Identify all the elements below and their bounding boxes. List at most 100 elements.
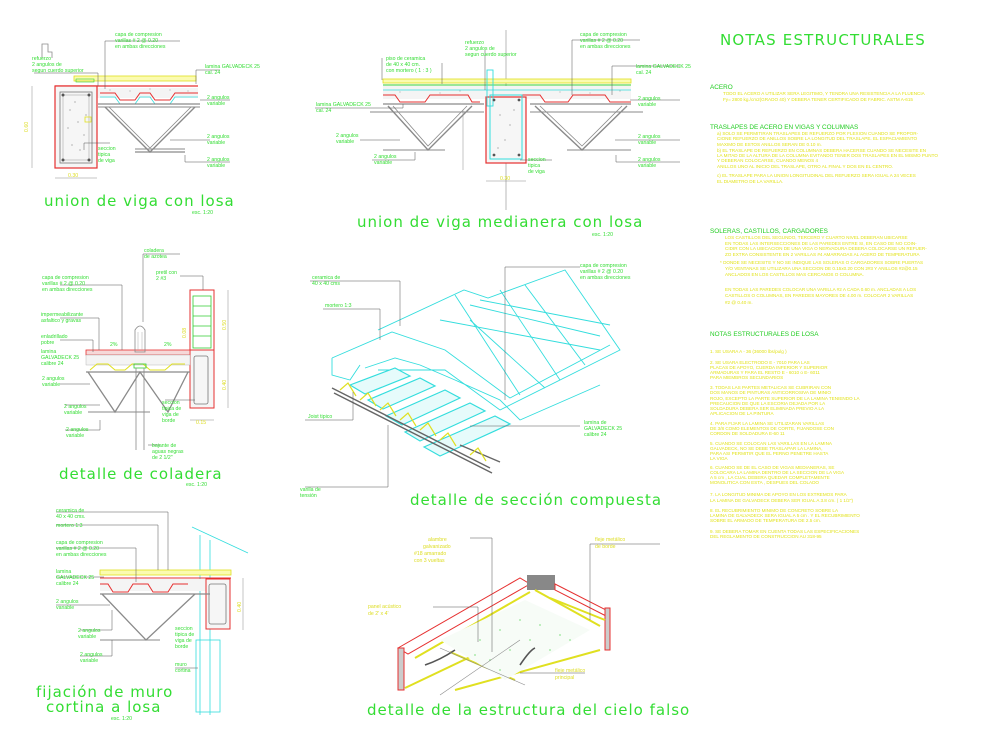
detail-union-viga-medianera: piso de ceramica de 40 x 40 cm. con mort… bbox=[315, 30, 691, 238]
notes-section-heading: SOLERAS, CASTILLOS, CARGADORES bbox=[710, 228, 828, 235]
label-ceramica: ceramica de bbox=[312, 275, 340, 281]
notes-line: GALVADECK, NO SE DEBE TRASLAPAR LA LAMIN… bbox=[710, 446, 823, 451]
notes-line: CIONE REFUERZO DE ANILLOS SOBRE LA LONGI… bbox=[717, 136, 917, 141]
label-angulos-3b: variable bbox=[207, 163, 225, 169]
dimension-height: 0.60 bbox=[24, 122, 30, 132]
label-seccion: seccion bbox=[162, 400, 180, 406]
label-capa-2: varillas # 2 @ 0.20 bbox=[580, 38, 623, 44]
label-angulos-3: 2 angulos bbox=[207, 157, 230, 163]
notes-line: LAMINA DE GALVADECK SERA IGUAL A 5 cm . … bbox=[710, 513, 860, 518]
label-angulos-right-3b: variable bbox=[638, 163, 656, 169]
label-muro-cortina-2: cortina bbox=[175, 668, 191, 674]
notes-line: A 5 cm , LA CUAL DEBERA QUEDAR COMPLETAM… bbox=[710, 475, 830, 480]
label-mortero: mortero 1:3 bbox=[56, 523, 83, 529]
notes-line: CIDIR CON LA UBICACION DE UNA VIGA O NER… bbox=[725, 246, 927, 251]
detail-title: union de viga medianera con losa bbox=[357, 213, 643, 231]
label-seccion-2: tipica bbox=[98, 152, 110, 158]
label-lamina: lamina bbox=[56, 569, 71, 575]
notes-line: ROJO, EXCEPTO LA PARTE SUPERIOR DE LA LA… bbox=[710, 396, 860, 401]
detail-union-viga-losa: refuerzo 2 angulos de segun cuerdo super… bbox=[24, 32, 260, 216]
notes-line: CASTILLOS O COLUMNAS, EN PAREDES MAYORES… bbox=[725, 293, 913, 298]
label-capa-3: en ambas direcciones bbox=[115, 44, 166, 50]
label-refuerzo-3: segun cuerdo superior bbox=[465, 52, 517, 58]
label-panel-acustico: panel acústico bbox=[368, 604, 401, 610]
label-angulos-right-3: 2 angulos bbox=[638, 157, 661, 163]
label-capa-3: en ambas direcciones bbox=[42, 287, 93, 293]
label-refuerzo-2: 2 angulos de bbox=[465, 46, 495, 52]
notes-line: 7. LA LONGITUD MINIMA DE APOYO EN LOS EX… bbox=[710, 492, 848, 497]
notes-line: DE 3/8 COMO ELEMENTOS DE CORTE, FIJANDOS… bbox=[710, 426, 834, 431]
label-angulos-right-1b: variable bbox=[638, 102, 656, 108]
label-angulos-left-2: 2 angulos bbox=[374, 154, 397, 160]
label-varilla: varilla de bbox=[300, 487, 321, 493]
label-alambre-4: con 3 vueltas bbox=[414, 558, 445, 564]
detail-title: detalle de la estructura del cielo falso bbox=[367, 701, 690, 719]
label-seccion-4: borde bbox=[162, 418, 175, 424]
label-angulos-1: 2 angulos bbox=[56, 599, 79, 605]
label-angulos-1: 2 angulos bbox=[207, 95, 230, 101]
detail-title-line-2: cortina a losa bbox=[46, 698, 161, 716]
label-angulos-left-1: 2 angulos bbox=[336, 133, 359, 139]
label-angulos-3: 2 angulos bbox=[80, 652, 103, 658]
label-impermeabilizante: impermeabilizante bbox=[41, 312, 83, 318]
notes-line: ZO EXTRA CONSISTENTE EN 2 VARILLAS #4 AM… bbox=[725, 252, 921, 257]
label-lamina-3: calibre 24 bbox=[584, 432, 607, 438]
label-lamina-3: calibre 24 bbox=[41, 361, 64, 367]
notes-line: DOS MANOS DE PINTURAS ANTICORROSIVA DE M… bbox=[710, 390, 831, 395]
notes-line: LA VIGA bbox=[710, 456, 729, 461]
detail-title: detalle de sección compuesta bbox=[410, 491, 662, 509]
notes-line: PLACAS DE APOYO, CUERDA INFERIOR Y SUPER… bbox=[710, 365, 828, 370]
label-lamina-2: GALVADECK 25 bbox=[41, 355, 79, 361]
label-angulos-right-2: 2 angulos bbox=[638, 134, 661, 140]
label-pendiente-left: 2% bbox=[110, 342, 118, 348]
label-angulos-2b: variable bbox=[207, 140, 225, 146]
notes-line: 5. CUANDO SE COLOCAN LAS VARILLAS EN LA … bbox=[710, 441, 833, 446]
label-refuerzo-3: segun cuerdo superior bbox=[32, 68, 84, 74]
label-capa-3: en ambas direcciones bbox=[56, 552, 107, 558]
notes-line: c) EL TRASLAPE PARA LA UNION LONGITUDINA… bbox=[717, 173, 916, 178]
notes-line: EN TODAS LAS INTERSECCIONES DE LAS PARED… bbox=[725, 241, 917, 246]
label-lamina: lamina GALVADECK 25 bbox=[205, 64, 260, 70]
label-angulos-2b: variable bbox=[64, 410, 82, 416]
label-seccion: seccion bbox=[528, 157, 546, 163]
label-capa: capa de compresion bbox=[580, 32, 627, 38]
detail-title-line-1: fijación de muro bbox=[36, 683, 173, 701]
label-angulos-right-2b: variable bbox=[638, 140, 656, 146]
label-angulos-2: 2 angulos bbox=[78, 628, 101, 634]
label-angulos-left-1b: variable bbox=[336, 139, 354, 145]
label-coladera-2: de azotea bbox=[144, 254, 167, 260]
label-lamina-2: cal. 24 bbox=[205, 70, 220, 76]
label-capa-2: varillas # 2 @ 0.20 bbox=[580, 269, 623, 275]
dimension-bottom: 0.40 bbox=[222, 380, 228, 390]
label-fleje-principal-2: principal bbox=[555, 675, 574, 681]
notes-line: 9. SE DEBERA TOMAR EN CUENTA TODAS LAS E… bbox=[710, 529, 859, 534]
label-bajante-2: aguas negras bbox=[152, 449, 184, 455]
label-angulos-right-1: 2 angulos bbox=[638, 96, 661, 102]
notes-line: LA LAMINA DE GALVADECK DEBERA SER IGUAL … bbox=[710, 498, 853, 503]
notes-line: LA MITAD DE LA ALTURA DE LA COLUMNA EVIT… bbox=[717, 153, 938, 158]
notes-section-heading: ACERO bbox=[710, 84, 733, 91]
label-seccion-3: viga de bbox=[175, 638, 192, 644]
dimension-width: 0.15 bbox=[196, 420, 206, 426]
label-ceramica: ceramica de bbox=[56, 508, 84, 514]
detail-cielo-falso: alambre galvanizado #18 amarrado con 3 v… bbox=[367, 537, 690, 719]
notes-line: 6. CUANDO SE DE EL CASO DE VIGAS MEDIANE… bbox=[710, 465, 834, 470]
notes-section-heading: TRASLAPES DE ACERO EN VIGAS Y COLUMNAS bbox=[710, 124, 858, 131]
label-lamina-left: lamina GALVADECK 25 bbox=[316, 102, 371, 108]
scale-label: esc. 1:20 bbox=[111, 716, 132, 722]
detail-title: detalle de coladera bbox=[59, 465, 223, 483]
notes-line: b) EL TRASLAPE DE REFUERZO EN COLUMNAS D… bbox=[717, 148, 926, 153]
label-lamina-right-2: cal. 24 bbox=[636, 70, 651, 76]
notes-line: 3. TODAS LAS PARTES METALICAS SE CUBRIRA… bbox=[710, 385, 831, 390]
label-capa: capa de compresion bbox=[56, 540, 103, 546]
label-seccion: seccion bbox=[175, 626, 193, 632]
label-refuerzo: refuerzo bbox=[32, 56, 51, 62]
scale-label: esc. 1:20 bbox=[192, 210, 213, 216]
label-seccion-2: tipica bbox=[528, 163, 540, 169]
label-lamina-left-2: cal. 24 bbox=[316, 108, 331, 114]
label-piso: piso de ceramica bbox=[386, 56, 425, 62]
label-coladera: coladera bbox=[144, 248, 164, 254]
label-alambre: alambre bbox=[428, 537, 447, 543]
detail-muro-cortina: ceramica de 40 x 40 cms. mortero 1:3 cap… bbox=[36, 508, 249, 722]
